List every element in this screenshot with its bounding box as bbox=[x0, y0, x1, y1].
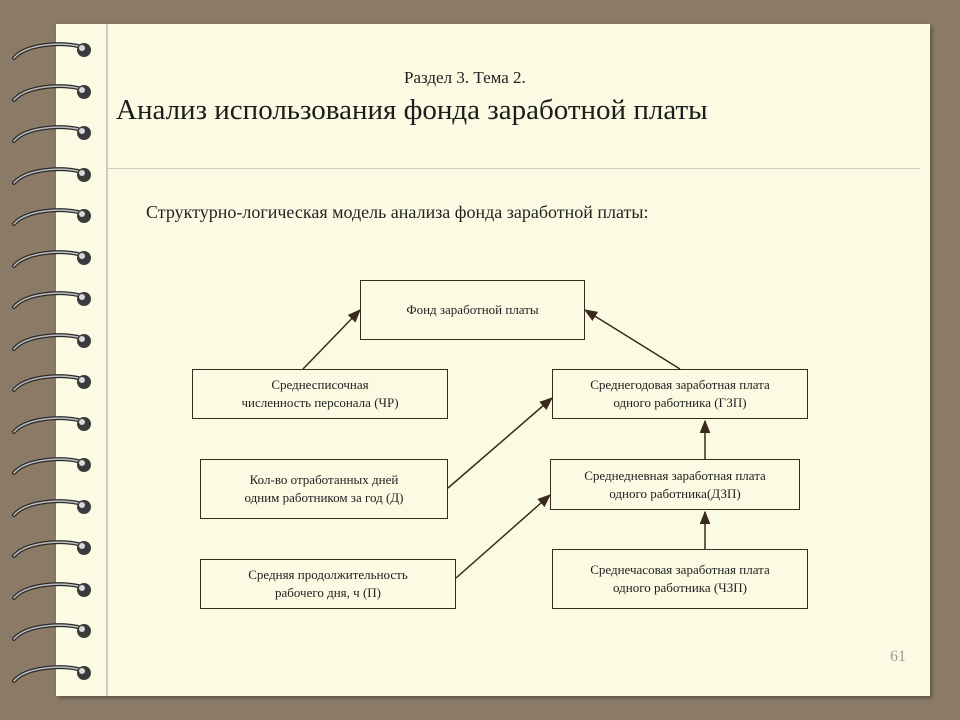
arrow-days-to-annual bbox=[447, 397, 554, 489]
arrow-annual-to-fund bbox=[583, 309, 681, 370]
spiral-ring-icon bbox=[12, 42, 91, 60]
spiral-ring-icon bbox=[12, 208, 91, 226]
spiral-ring-icon bbox=[12, 581, 91, 600]
spiral-ring-icon bbox=[12, 540, 91, 558]
spiral-ring-icon bbox=[12, 415, 91, 434]
node-daily-line-2: одного работника(ДЗП) bbox=[609, 485, 741, 501]
node-annual-line-1: Среднегодовая заработная плата bbox=[590, 377, 770, 393]
node-hourly-line-2: одного работника (ЧЗП) bbox=[613, 580, 747, 595]
node-annual-line-2: одного работника (ГЗП) bbox=[613, 395, 747, 410]
node-days-worked: Кол-во отработанных дней одним работнико… bbox=[200, 459, 448, 519]
notebook-margin-line bbox=[106, 24, 108, 696]
node-daily-line-1: Среднедневная заработная плата bbox=[584, 467, 766, 483]
spiral-ring-icon bbox=[12, 374, 91, 392]
spiral-ring-icon bbox=[12, 125, 91, 143]
page-title: Анализ использования фонда заработной пл… bbox=[116, 94, 708, 126]
arrow-staff-to-fund bbox=[302, 309, 361, 370]
spiral-ring-icon bbox=[12, 498, 91, 517]
spiral-ring-icon bbox=[12, 664, 91, 683]
node-annual-wage: Среднегодовая заработная плата одного ра… bbox=[552, 369, 808, 419]
header-divider bbox=[108, 168, 920, 169]
node-hourly-wage: Среднечасовая заработная плата одного ра… bbox=[552, 549, 808, 609]
arrow-hours-to-daily bbox=[455, 494, 552, 579]
node-fund-text: Фонд заработной платы bbox=[406, 302, 539, 318]
spiral-ring-icon bbox=[12, 83, 91, 102]
spiral-ring-icon bbox=[12, 291, 91, 309]
spiral-ring-icon bbox=[12, 332, 91, 351]
node-staff-line-1: Среднесписочная bbox=[271, 377, 369, 393]
spiral-ring-icon bbox=[12, 623, 91, 641]
spiral-ring-icon bbox=[12, 457, 91, 475]
spiral-ring-icon bbox=[12, 166, 91, 185]
node-staff-line-2: численность персонала (ЧР) bbox=[241, 395, 399, 410]
node-days-line-2: одним работником за год (Д) bbox=[244, 490, 404, 505]
section-label: Раздел 3. Тема 2. bbox=[404, 68, 526, 87]
node-staff-count: Среднесписочная численность персонала (Ч… bbox=[192, 369, 448, 419]
node-workday-length: Средняя продолжительность рабочего дня, … bbox=[200, 559, 456, 609]
diagram-caption: Структурно-логическая модель анализа фон… bbox=[146, 202, 649, 222]
node-daily-wage: Среднедневная заработная плата одного ра… bbox=[550, 459, 800, 510]
node-hourly-line-1: Среднечасовая заработная плата bbox=[590, 562, 770, 578]
node-fund: Фонд заработной платы bbox=[360, 280, 585, 340]
node-hours-line-2: рабочего дня, ч (П) bbox=[275, 585, 381, 600]
spiral-ring-icon bbox=[12, 249, 91, 268]
page-number: 61 bbox=[890, 648, 906, 665]
node-days-line-1: Кол-во отработанных дней bbox=[249, 472, 399, 488]
node-hours-line-1: Средняя продолжительность bbox=[248, 567, 408, 583]
